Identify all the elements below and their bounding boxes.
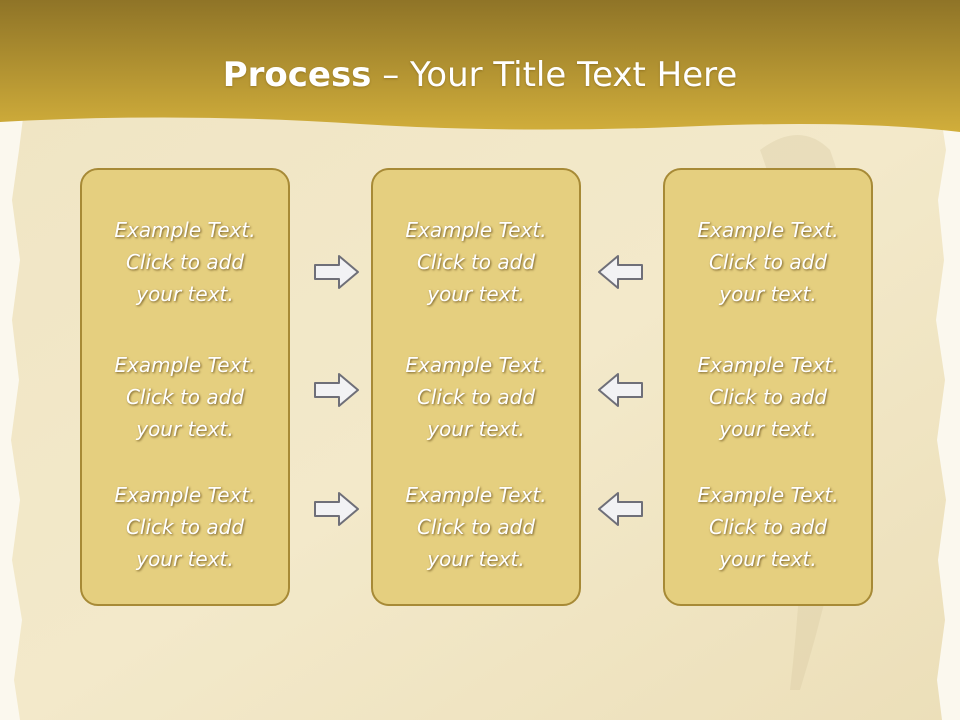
text-block[interactable]: Example Text. Click to add your text.: [665, 479, 871, 575]
text-line: Example Text.: [114, 218, 256, 242]
text-line: Click to add: [708, 515, 828, 539]
text-line: your text.: [427, 417, 525, 441]
text-line: your text.: [136, 282, 234, 306]
text-block[interactable]: Example Text. Click to add your text.: [665, 349, 871, 445]
text-line: your text.: [719, 547, 817, 571]
right-arrow-icon[interactable]: [313, 371, 361, 409]
title-rest: – Your Title Text Here: [371, 55, 738, 95]
text-line: Example Text.: [697, 218, 839, 242]
slide-title[interactable]: Process – Your Title Text Here: [0, 50, 960, 100]
text-line: your text.: [136, 547, 234, 571]
text-line: your text.: [719, 417, 817, 441]
title-bold: Process: [222, 55, 372, 95]
text-line: Click to add: [125, 385, 245, 409]
left-arrow-icon[interactable]: [596, 253, 644, 291]
text-line: Example Text.: [697, 353, 839, 377]
text-block[interactable]: Example Text. Click to add your text.: [82, 214, 288, 310]
text-line: Example Text.: [405, 218, 547, 242]
left-arrow-icon[interactable]: [596, 371, 644, 409]
text-line: Example Text.: [405, 353, 547, 377]
text-line: Click to add: [708, 250, 828, 274]
text-block[interactable]: Example Text. Click to add your text.: [665, 214, 871, 310]
left-arrow-icon[interactable]: [596, 490, 644, 528]
process-box-right[interactable]: Example Text. Click to add your text. Ex…: [663, 168, 873, 606]
text-block[interactable]: Example Text. Click to add your text.: [373, 349, 579, 445]
text-line: your text.: [427, 547, 525, 571]
text-line: Click to add: [125, 250, 245, 274]
text-block[interactable]: Example Text. Click to add your text.: [82, 349, 288, 445]
process-box-left[interactable]: Example Text. Click to add your text. Ex…: [80, 168, 290, 606]
text-block[interactable]: Example Text. Click to add your text.: [373, 479, 579, 575]
process-box-center[interactable]: Example Text. Click to add your text. Ex…: [371, 168, 581, 606]
text-line: Example Text.: [114, 483, 256, 507]
right-arrow-icon[interactable]: [313, 253, 361, 291]
text-block[interactable]: Example Text. Click to add your text.: [373, 214, 579, 310]
right-arrow-icon[interactable]: [313, 490, 361, 528]
text-line: Click to add: [416, 515, 536, 539]
text-block[interactable]: Example Text. Click to add your text.: [82, 479, 288, 575]
text-line: Click to add: [416, 250, 536, 274]
text-line: Example Text.: [697, 483, 839, 507]
text-line: your text.: [136, 417, 234, 441]
text-line: your text.: [427, 282, 525, 306]
text-line: your text.: [719, 282, 817, 306]
text-line: Example Text.: [405, 483, 547, 507]
text-line: Click to add: [708, 385, 828, 409]
text-line: Click to add: [416, 385, 536, 409]
text-line: Example Text.: [114, 353, 256, 377]
text-line: Click to add: [125, 515, 245, 539]
